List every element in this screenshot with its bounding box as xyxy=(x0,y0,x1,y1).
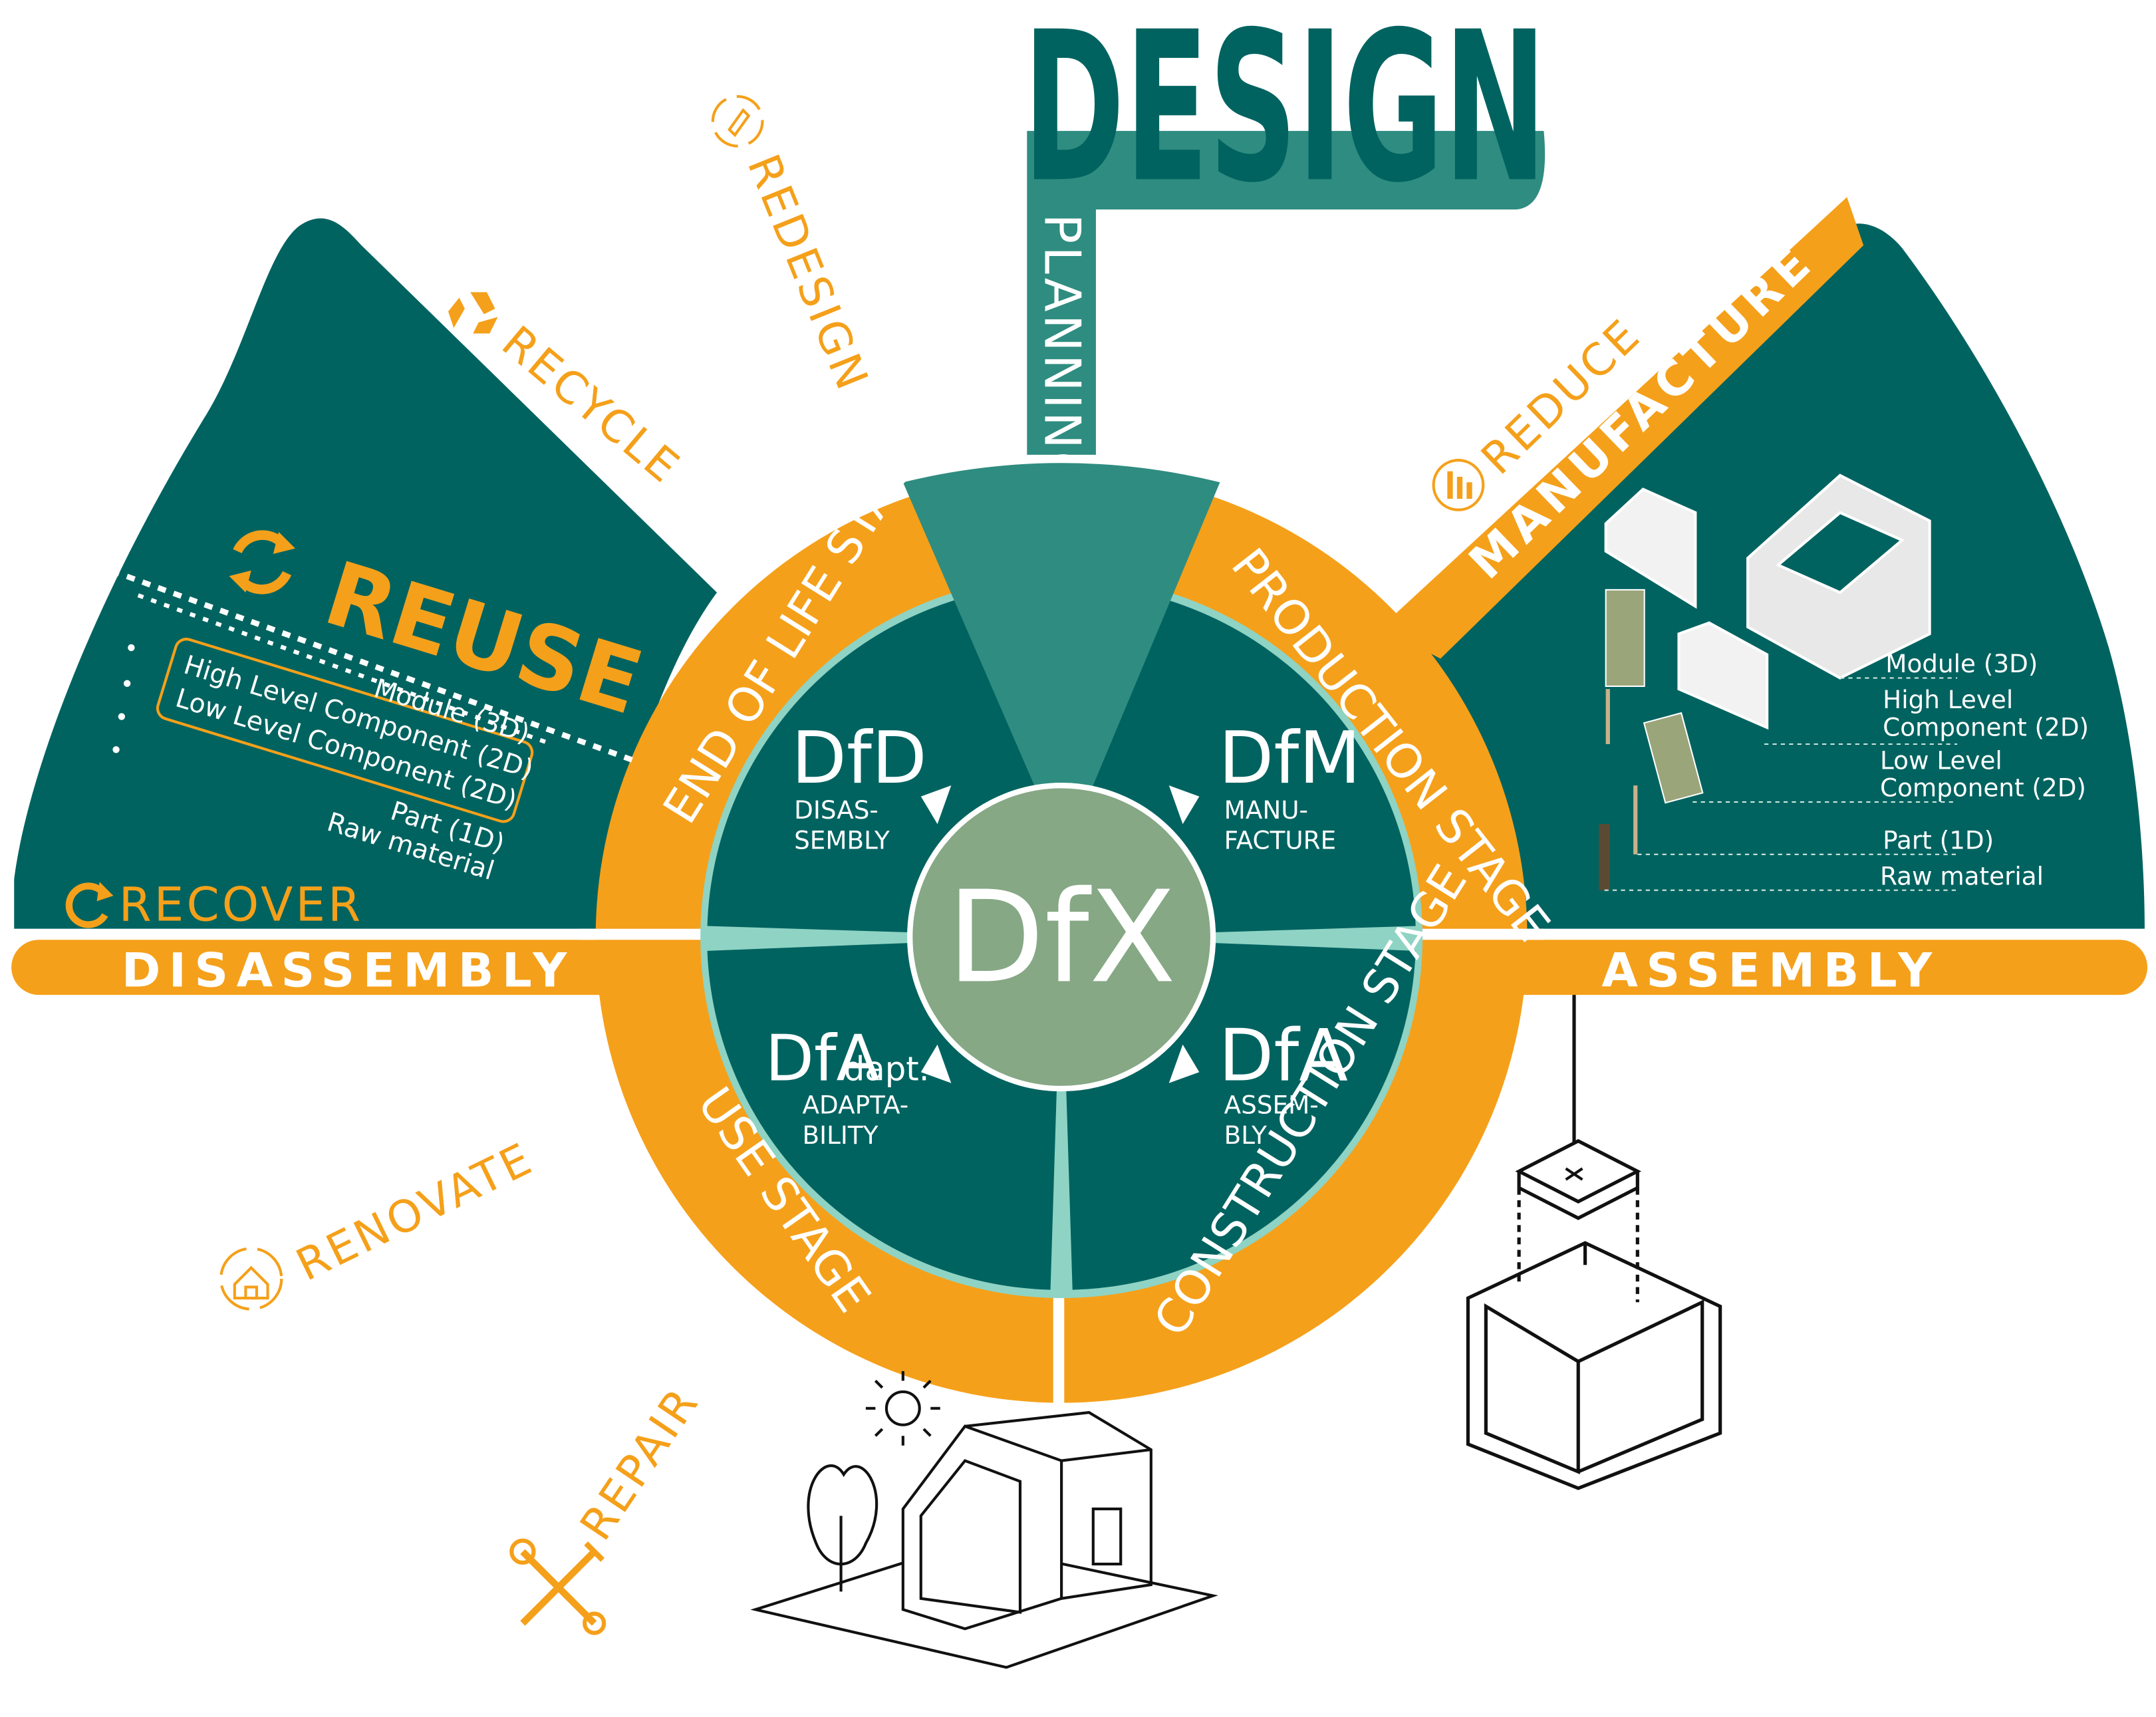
design-title: DESIGN xyxy=(1023,0,1546,228)
hierarchy-right-high-1: High Level xyxy=(1883,685,2013,714)
dfa-code: DfA xyxy=(1218,1015,1348,1098)
reuse-divider-2 xyxy=(137,593,553,746)
dfd-code: DfD xyxy=(791,717,927,800)
hierarchy-highlight-box xyxy=(156,638,534,823)
dfm-desc-1: MANU- xyxy=(1224,795,1308,825)
dfd-desc-2: SEMBLY xyxy=(794,825,890,855)
renovate-label: RENOVATE xyxy=(288,1132,541,1291)
planning-wedge xyxy=(902,463,1220,855)
crane-assembly-illustration xyxy=(1466,995,1722,1490)
redesign-cycle-icon xyxy=(711,94,764,148)
design-banner xyxy=(1027,130,1546,455)
arrow-dfadapt xyxy=(920,1044,952,1083)
hierarchy-dot xyxy=(128,644,135,652)
hierarchy-right-raw: Raw material xyxy=(1880,861,2044,890)
dfx-center xyxy=(907,783,1216,1092)
arrow-dfa xyxy=(1168,1044,1200,1083)
dfadapt-desc-1: ADAPTA- xyxy=(803,1090,909,1119)
dfadapt-sub: dapt. xyxy=(844,1050,930,1089)
isometric-module-illustration xyxy=(1604,473,1931,730)
hierarchy-right-part: Part (1D) xyxy=(1883,825,1994,855)
hierarchy-right-high-2: Component (2D) xyxy=(1883,713,2089,742)
assembly-label: ASSEMBLY xyxy=(1601,944,1940,998)
hierarchy-right-low-2: Component (2D) xyxy=(1880,773,2086,803)
repair-label: REPAIR xyxy=(570,1377,710,1549)
dfx-label: DfX xyxy=(947,863,1176,1011)
dfm-desc-2: FACTURE xyxy=(1224,825,1337,855)
hierarchy-dot xyxy=(112,746,120,753)
left-teal-wing xyxy=(14,218,718,929)
renovate-house-icon xyxy=(219,1247,283,1311)
dfd-desc-1: DISAS- xyxy=(794,795,878,825)
repair-tools-icon xyxy=(509,1538,606,1635)
recover-label: RECOVER xyxy=(119,877,363,932)
recover-arrow-icon xyxy=(65,882,114,928)
hierarchy-right-module: Module (3D) xyxy=(1885,649,2038,678)
dfadapt-desc-2: BILITY xyxy=(803,1121,878,1150)
planning-label: PLANNING xyxy=(1033,213,1091,493)
recycle-icon xyxy=(448,292,498,334)
house-illustration xyxy=(750,1371,1218,1669)
hierarchy-dot xyxy=(123,680,131,688)
flat-component-illustration xyxy=(1599,589,1704,890)
arrow-dfm xyxy=(1168,785,1200,825)
arrow-dfd xyxy=(920,785,952,825)
hierarchy-right-leaders xyxy=(1604,677,1958,891)
dfa-desc-1: ASSEM- xyxy=(1224,1090,1319,1119)
hierarchy-right-low-1: Low Level xyxy=(1880,745,2002,775)
disassembly-label: DISASSEMBLY xyxy=(122,944,575,998)
dfm-code: DfM xyxy=(1218,717,1361,800)
manufacture-band xyxy=(1381,197,1864,659)
hierarchy-dot xyxy=(118,713,126,720)
dfadapt-code: DfA xyxy=(765,1023,880,1096)
dfa-desc-2: BLY xyxy=(1224,1121,1267,1150)
redesign-label: REDESIGN xyxy=(738,147,879,398)
reuse-cycle-icon xyxy=(229,530,295,594)
reduce-icon xyxy=(1432,459,1485,511)
